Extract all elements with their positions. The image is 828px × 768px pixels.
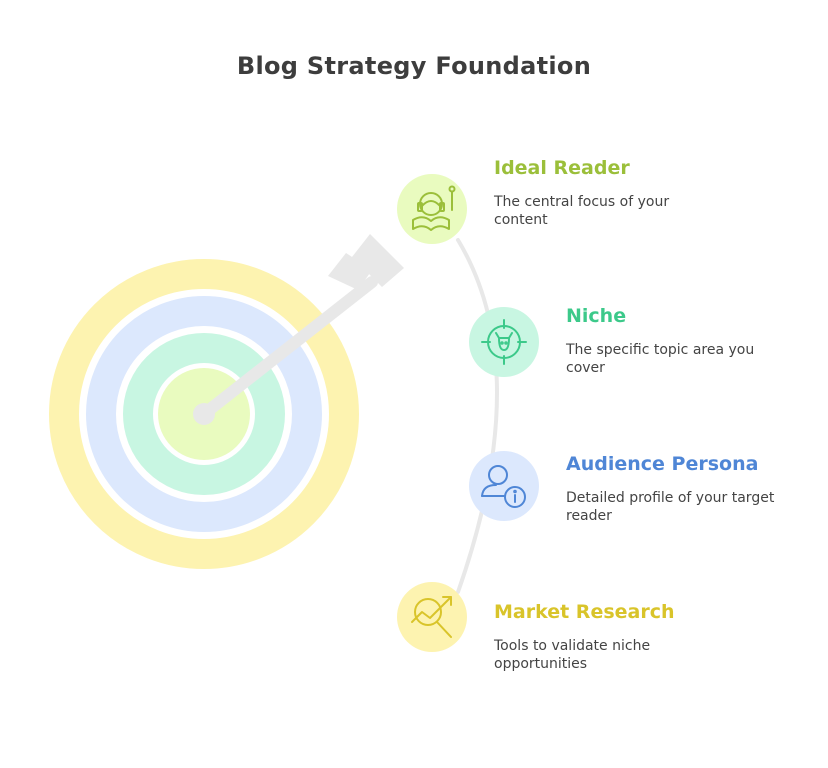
- step-circle-2: [469, 307, 539, 377]
- step-desc-audience-persona: Detailed profile of your target reader: [566, 490, 775, 524]
- arrow-shaft: [198, 276, 378, 420]
- target-ring-second: [86, 296, 322, 532]
- arrow-tip: [193, 403, 215, 425]
- step-circle-3: [469, 451, 539, 521]
- step-node-3: [469, 451, 539, 521]
- step-title-market-research: Market Research: [494, 601, 675, 623]
- arrow-fletch-1: [328, 253, 372, 290]
- target-graphic: [49, 259, 359, 569]
- step-title-audience-persona: Audience Persona: [566, 453, 759, 475]
- arrow-graphic: [193, 234, 404, 425]
- diagram-title: Blog Strategy Foundation: [236, 52, 592, 80]
- target-ring-third: [123, 333, 285, 495]
- user-info-icon: [481, 465, 526, 508]
- target-ring-outer: [49, 259, 359, 569]
- astronaut-book-icon: [412, 185, 456, 231]
- step-circle-1: [397, 174, 467, 244]
- step-title-niche: Niche: [566, 305, 627, 327]
- step-title-ideal-reader: Ideal Reader: [494, 157, 630, 179]
- arrow-fletch-2: [352, 234, 404, 287]
- step-node-2: [469, 307, 539, 377]
- target-bull-icon: [481, 319, 527, 365]
- step-desc-niche: The specific topic area you cover: [566, 342, 755, 376]
- chart-magnifier-icon: [411, 596, 452, 638]
- connector-arc: [456, 238, 499, 594]
- step-node-4: [397, 582, 467, 652]
- step-desc-ideal-reader: The central focus of your content: [494, 194, 670, 228]
- step-node-1: [397, 174, 467, 244]
- step-desc-market-research: Tools to validate niche opportunities: [494, 638, 651, 672]
